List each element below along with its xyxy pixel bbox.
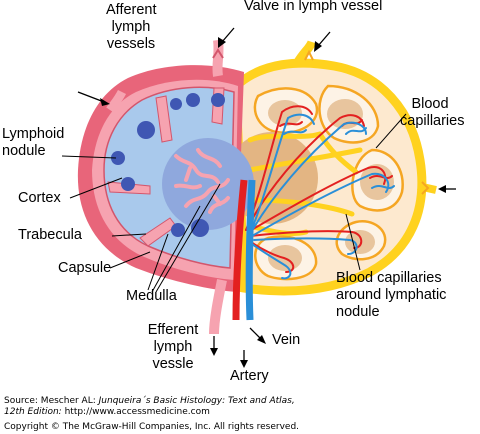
- source-title: Junqueira´s Basic Histology: Text and At…: [98, 396, 295, 406]
- afferent-vessel-left: [106, 89, 127, 113]
- medullary-cords: [174, 148, 230, 214]
- label-capsule: Capsule: [58, 260, 112, 276]
- label-line: Efferent: [147, 322, 199, 338]
- label-cortex: Cortex: [18, 190, 61, 206]
- label-artery: Artery: [230, 368, 269, 384]
- copyright: Copyright © The McGraw-Hill Companies, I…: [4, 422, 300, 432]
- nodule-tan: [345, 230, 375, 254]
- source-edition: 12th Edition:: [4, 407, 62, 417]
- source-prefix: Source: Mescher AL:: [4, 396, 99, 406]
- arrows: [77, 27, 456, 368]
- label-line: around lymphatic: [336, 287, 447, 303]
- lymphoid-nodules: [111, 93, 225, 237]
- source-url: http://www.accessmedicine.com: [61, 407, 210, 417]
- nodule-tan: [268, 100, 302, 126]
- label-line: vessels: [106, 36, 156, 52]
- source-citation: Source: Mescher AL: Junqueira´s Basic Hi…: [4, 396, 295, 407]
- label-blood-capillaries: Blood capillaries: [400, 96, 465, 130]
- label-afferent-lymph-vessels: Afferent lymph vessels: [106, 2, 157, 53]
- source-citation-line2: 12th Edition: http://www.accessmedicine.…: [4, 407, 210, 418]
- label-line: nodule: [336, 304, 380, 320]
- artery: [232, 179, 248, 321]
- label-trabecula: Trabecula: [18, 227, 82, 243]
- label-line: lymph: [111, 19, 151, 35]
- valve-icon: [304, 49, 314, 61]
- label-line: capillaries: [400, 113, 465, 129]
- label-line: Blood capillaries: [336, 270, 442, 286]
- label-line: Lymphoid: [2, 126, 65, 142]
- label-valve-in-lymph-vessel: Valve in lymph vessel: [244, 0, 383, 14]
- label-vein: Vein: [272, 332, 301, 348]
- label-medulla: Medulla: [126, 288, 177, 304]
- valve-icon: [421, 181, 430, 195]
- label-line: Afferent: [106, 2, 157, 18]
- valve-icon: [212, 48, 224, 59]
- afferent-vessel-top-right: [294, 40, 317, 65]
- vein: [245, 179, 256, 321]
- label-lymphoid-nodule: Lymphoid nodule: [2, 126, 64, 160]
- label-blood-capillaries-around-nodule: Blood capillaries around lymphatic nodul…: [336, 270, 446, 321]
- label-line: vessle: [152, 356, 194, 372]
- label-line: Blood: [411, 96, 449, 112]
- leader-lines: [61, 113, 407, 293]
- left-half-lymph-node: [77, 39, 254, 335]
- label-efferent-lymph-vessle: Efferent lymph vessle: [142, 322, 204, 373]
- label-line: nodule: [2, 143, 46, 159]
- efferent-lymph-vessel: [209, 279, 227, 335]
- label-line: lymph: [153, 339, 193, 355]
- right-half-lymph-node: [226, 40, 437, 296]
